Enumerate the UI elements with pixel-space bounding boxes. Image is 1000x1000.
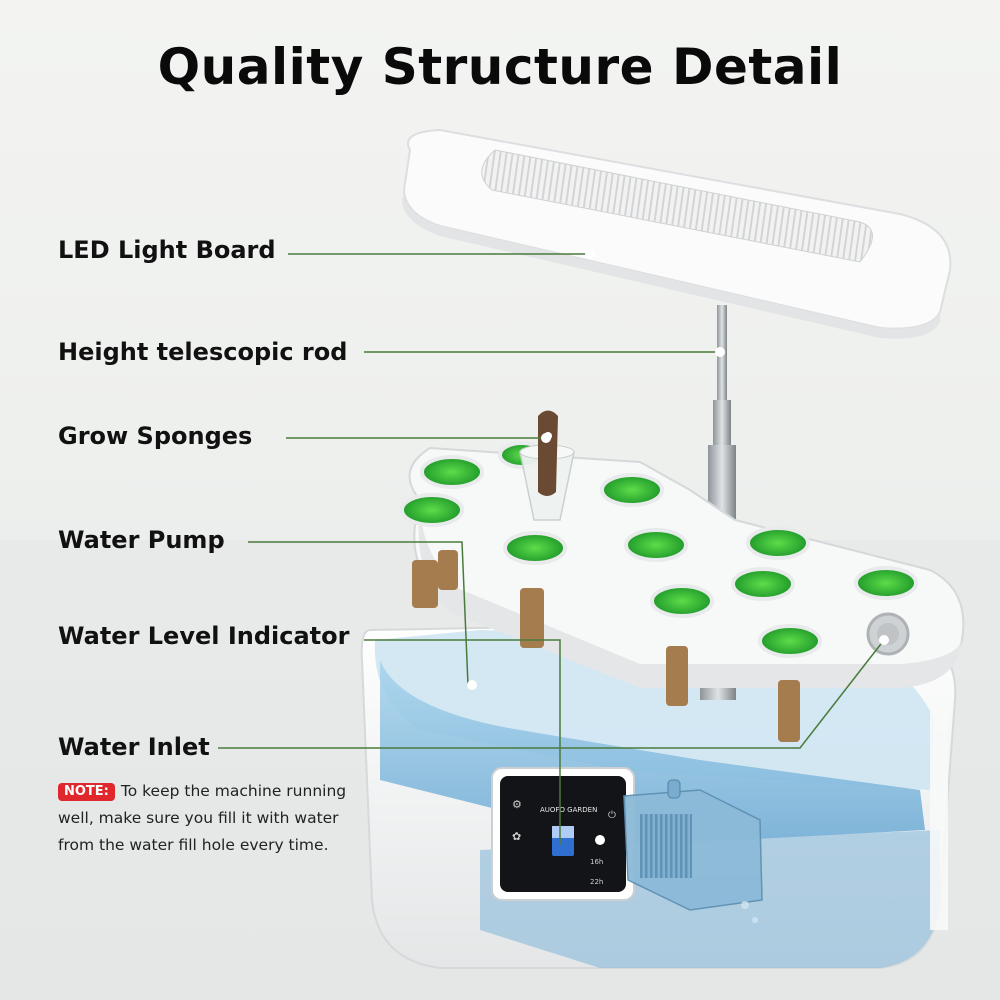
control-panel: ⚙ ✿ AUOFO GARDEN ⏻ 16h 22h — [491, 767, 635, 901]
label-water-level-indicator: Water Level Indicator — [58, 622, 350, 650]
label-water-pump: Water Pump — [58, 526, 225, 554]
svg-text:✿: ✿ — [512, 830, 521, 843]
power-icon[interactable]: ⏻ — [608, 810, 616, 821]
page-title: Quality Structure Detail — [157, 38, 843, 96]
grow-sponge — [519, 410, 575, 521]
water-inlet-cap — [866, 612, 910, 656]
label-grow-sponges: Grow Sponges — [58, 422, 253, 450]
leader-dots — [467, 249, 889, 690]
leader-lines — [218, 253, 885, 845]
label-height-rod: Height telescopic rod — [58, 338, 348, 366]
panel-timer-1: 16h — [590, 858, 603, 866]
note-block: NOTE:To keep the machine running well, m… — [58, 778, 348, 859]
note-badge: NOTE: — [58, 783, 115, 801]
grow-pods — [400, 441, 918, 658]
water-pump — [623, 779, 763, 923]
note-text: To keep the machine running well, make s… — [58, 782, 347, 854]
panel-brand: AUOFO GARDEN — [540, 806, 597, 814]
indicator-dot — [595, 835, 605, 845]
svg-text:⚙: ⚙ — [512, 798, 522, 811]
panel-timer-2: 22h — [590, 878, 603, 886]
led-light-board — [402, 128, 952, 339]
label-water-inlet: Water Inlet — [58, 733, 210, 761]
label-led-light-board: LED Light Board — [58, 236, 276, 264]
